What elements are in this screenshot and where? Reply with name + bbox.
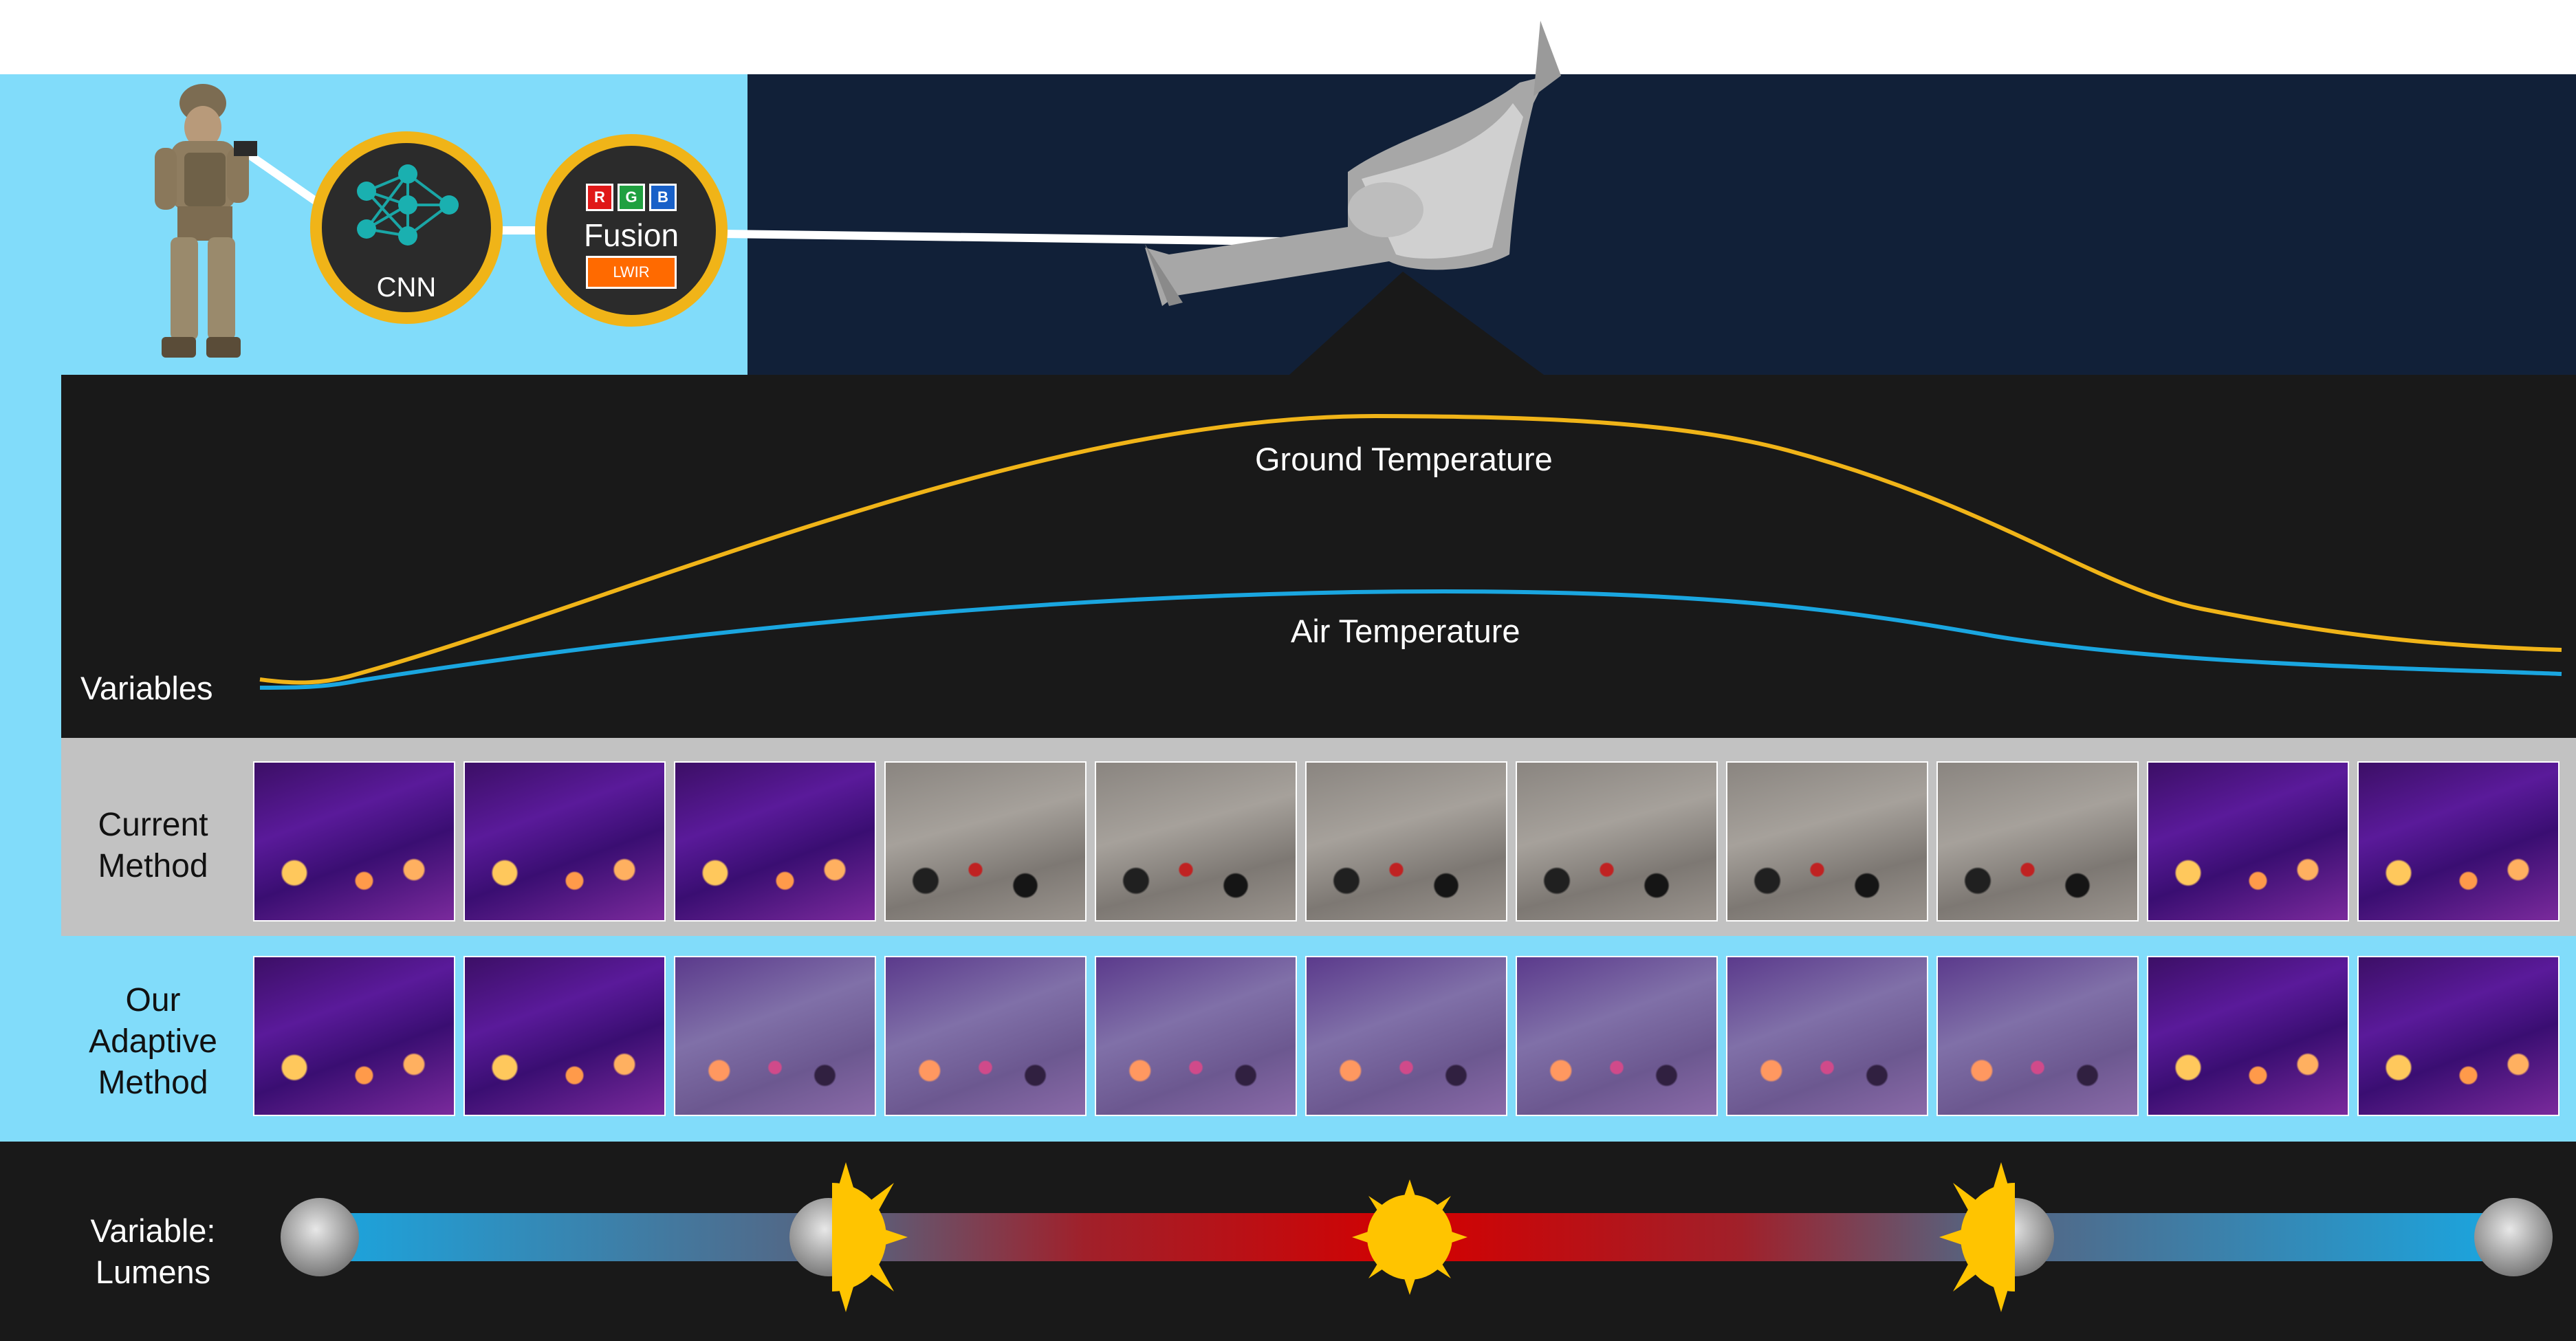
ground-temperature-label: Ground Temperature <box>1255 441 1553 477</box>
current-method-tile-thermal <box>253 761 455 922</box>
current-method-tile-rgb <box>1726 761 1928 922</box>
our-method-tile-fused <box>1305 956 1507 1116</box>
link-fusion-drone <box>721 230 1335 246</box>
current-method-tile-thermal <box>463 761 666 922</box>
lumens-label: Variable: Lumens <box>90 1212 216 1290</box>
our-method-tile-fused <box>1095 956 1297 1116</box>
rgb-g-chip: G <box>618 184 645 211</box>
variables-row-label: Variables <box>80 670 213 706</box>
air-temperature-label: Air Temperature <box>1291 613 1520 649</box>
air-temperature-curve <box>259 589 2562 690</box>
current-method-tile-thermal <box>2147 761 2349 922</box>
current-method-tiles <box>253 761 2570 922</box>
our-method-tile-fused <box>1726 956 1928 1116</box>
fusion-node: R G B Fusion LWIR <box>535 134 728 327</box>
soldier-icon <box>155 84 257 358</box>
night-sky-panel <box>747 74 2576 375</box>
cnn-label: CNN <box>376 272 437 303</box>
our-method-tile-fused <box>1516 956 1718 1116</box>
our-method-label: Our Adaptive Method <box>89 982 217 1101</box>
current-method-tile-rgb <box>1936 761 2139 922</box>
variables-panel <box>61 375 2576 738</box>
our-method-tile-thermal <box>2357 956 2559 1116</box>
current-method-tile-thermal <box>2357 761 2559 922</box>
current-method-tile-rgb <box>1516 761 1718 922</box>
our-method-tile-thermal <box>463 956 666 1116</box>
lwir-chip: LWIR <box>586 256 677 289</box>
lumens-timeline <box>281 1162 2553 1312</box>
rgb-r-chip: R <box>586 184 613 211</box>
current-method-label: Current Method <box>98 807 208 884</box>
our-method-tile-fused <box>1936 956 2139 1116</box>
drone-icon <box>1145 21 1561 306</box>
top-scene <box>155 21 1561 375</box>
half-sun-icon <box>832 1162 908 1312</box>
ground-temperature-curve <box>259 413 2562 685</box>
rgb-b-chip: B <box>649 184 677 211</box>
current-method-tile-rgb <box>884 761 1087 922</box>
our-method-tile-fused <box>884 956 1087 1116</box>
our-method-tiles <box>253 956 2570 1116</box>
half-sun-icon <box>1939 1162 2015 1312</box>
moon-icon <box>281 1198 359 1276</box>
sun-icon <box>1352 1179 1467 1295</box>
fusion-label: Fusion <box>583 217 679 253</box>
current-method-tile-rgb <box>1305 761 1507 922</box>
moon-icon <box>2474 1198 2553 1276</box>
temperature-curves <box>259 413 2562 690</box>
cnn-node: CNN <box>310 131 503 324</box>
neural-network-icon <box>357 164 459 246</box>
link-soldier-cnn <box>241 148 326 210</box>
our-method-tile-thermal <box>2147 956 2349 1116</box>
our-method-tile-fused <box>674 956 876 1116</box>
current-method-tile-thermal <box>674 761 876 922</box>
camera-cone <box>1289 272 1544 375</box>
current-method-tile-rgb <box>1095 761 1297 922</box>
our-method-tile-thermal <box>253 956 455 1116</box>
